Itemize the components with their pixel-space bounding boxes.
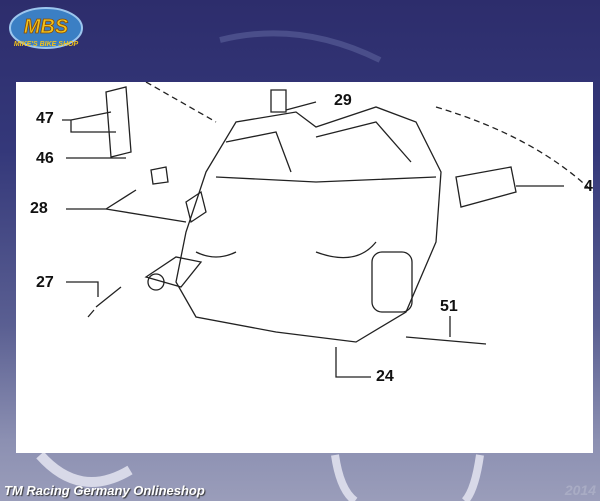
part-label-28[interactable]: 28 [30,200,48,217]
cylinder-head-drawing [62,82,593,378]
copyright-year: 2014 [564,482,596,498]
part-label-51[interactable]: 51 [440,298,458,315]
part-label-4[interactable]: 4 [584,178,593,195]
part-label-27[interactable]: 27 [36,274,54,291]
part-label-24[interactable]: 24 [376,368,394,385]
shop-name: TM Racing Germany Onlineshop [4,483,205,498]
part-label-46[interactable]: 46 [36,150,54,167]
shop-logo[interactable]: MBS MIKE'S BIKE SHOP [8,6,84,52]
svg-text:MBS: MBS [24,16,69,38]
part-label-47[interactable]: 47 [36,110,54,127]
parts-diagram: 47 46 28 27 29 4 51 24 [16,82,593,453]
part-label-29[interactable]: 29 [334,92,352,109]
svg-text:MIKE'S BIKE SHOP: MIKE'S BIKE SHOP [14,41,79,48]
